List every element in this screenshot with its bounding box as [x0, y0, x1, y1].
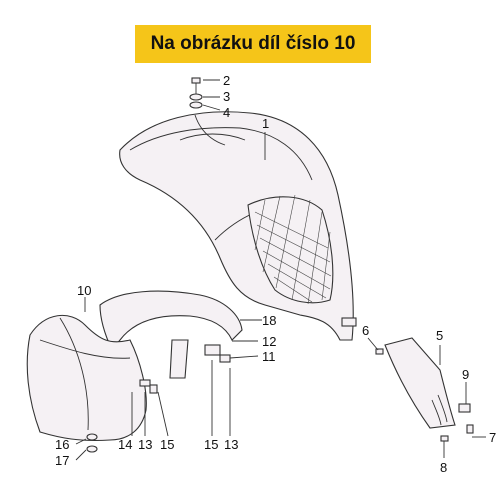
callout-13a: 13: [138, 437, 152, 452]
banner-text: Na obrázku díl číslo 10: [150, 33, 356, 54]
inner-mudguard-part: [99, 290, 243, 379]
callout-4: 4: [223, 105, 230, 120]
page-title-banner: Na obrázku díl číslo 10: [135, 25, 371, 63]
callout-15a: 15: [160, 437, 174, 452]
mudguard-hardware: [86, 379, 158, 453]
callout-15b: 15: [204, 437, 218, 452]
callout-3: 3: [223, 89, 230, 104]
callout-13b: 13: [224, 437, 238, 452]
callout-18: 18: [262, 313, 276, 328]
callout-17: 17: [55, 453, 69, 468]
callout-7: 7: [489, 430, 496, 445]
callout-2: 2: [223, 73, 230, 88]
lower-panel-part: [375, 337, 474, 442]
callout-12: 12: [262, 334, 276, 349]
callout-10: 10: [77, 283, 91, 298]
callout-1: 1: [262, 116, 269, 131]
screw-and-washers: [189, 77, 203, 109]
callout-numbers: 2 3 4 1 18 12 11 6 5 9 7 8 10 14 13 15 1…: [55, 73, 496, 475]
callout-11: 11: [262, 349, 276, 364]
front-mudguard-part: [26, 314, 147, 442]
callout-16: 16: [55, 437, 69, 452]
callout-8: 8: [440, 460, 447, 475]
callout-9: 9: [462, 367, 469, 382]
front-shield-part: [119, 111, 357, 341]
callout-14: 14: [118, 437, 132, 452]
callout-5: 5: [436, 328, 443, 343]
callout-6: 6: [362, 323, 369, 338]
leader-lines: [75, 79, 486, 461]
